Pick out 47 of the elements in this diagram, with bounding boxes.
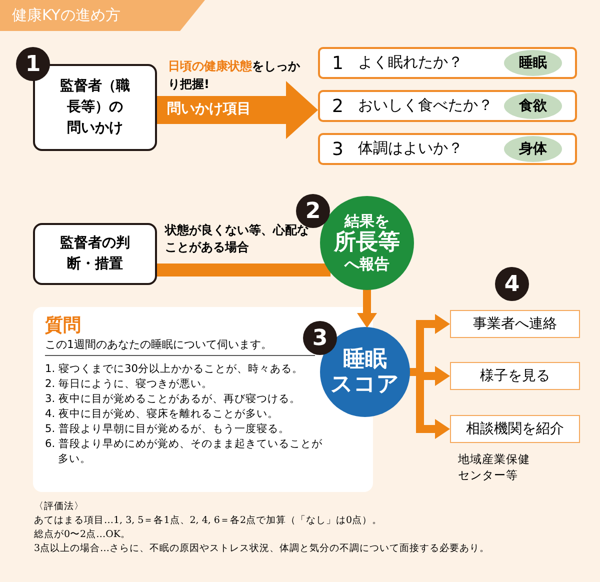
note-text: 総点が0〜2点…OK。 [34,528,130,541]
action-label: 様子を見る [480,367,550,385]
list-item: 2. 毎日にように、寝つきが悪い。 [45,376,214,392]
edge-label: 問いかけ項目 [167,100,251,118]
category-label: 睡眠 [519,54,547,72]
item-number: 1 [332,53,344,74]
question-box [318,133,577,165]
action-box [450,415,580,443]
box-label: 監督者（職長等）の問いかけ [59,77,131,138]
category-pill [504,93,562,119]
question-text: よく眠れたか？ [358,53,463,72]
note-text: あてはまる項目…1, 3, 5＝各1点、2, 4, 6＝各2点で加算（「なし」は0点）。 [34,514,382,527]
question-text: 体調はよいか？ [358,139,463,158]
note-heading: 〈評価法〉 [34,500,84,513]
category-pill [504,136,562,162]
action-box [450,362,580,390]
question-box [318,90,577,122]
question-text: おいしく食べたか？ [358,96,493,115]
category-label: 身体 [519,140,547,158]
list-item: 1. 寝つくまでに30分以上かかることが、時々ある。 [45,362,304,377]
item-number: 2 [332,96,344,117]
lead-text: 日頃の健康状態をしっかり把握! [168,58,301,93]
category-label: 食欲 [519,97,547,115]
title: 健康KYの進め方 [12,6,120,25]
item-number: 3 [332,139,344,160]
action-box [450,310,580,338]
circle-label: へ報告 [344,256,390,273]
list-item: 6. 普段より早めにめが覚め、そのまま起きていることが多い。 [45,436,324,467]
step-number-badge: 4 [495,267,529,301]
category-pill [504,50,562,76]
action-label: 相談機関を紹介 [466,420,564,438]
box-label: 監督者の判断・措置 [59,234,131,274]
circle-label: 結果を [344,213,390,230]
list-item: 4. 夜中に目が覚め、寝床を離れることが多い。 [45,406,280,422]
question-box [318,47,577,79]
list-item: 3. 夜中に目が覚めることがあるが、再び寝つける。 [45,392,302,407]
arrow [157,81,318,139]
circle-label: 睡眠 [343,346,387,372]
note-text: 3点以上の場合…さらに、不眠の原因やストレス状況、体調と気分の不調について面接する必要あり。 [34,542,490,555]
note-text: 地域産業保健センター等 [458,451,531,484]
circle-label: スコア [330,372,400,398]
circle-label: 所長等 [334,230,400,256]
process-box [33,223,157,285]
step-number-badge: 1 [16,47,50,81]
action-label: 事業者へ連絡 [473,315,557,333]
arrow [357,288,377,328]
list-item: 5. 普段より早朝に目が覚めるが、もう一度寝る。 [45,422,290,437]
